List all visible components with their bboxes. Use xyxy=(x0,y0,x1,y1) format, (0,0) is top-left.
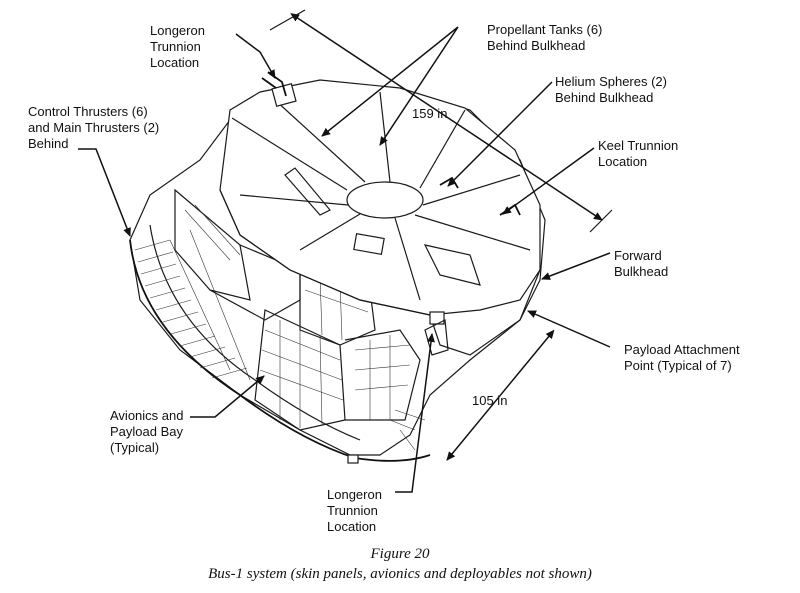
dimension-height: 105 in xyxy=(472,393,508,408)
bus-body xyxy=(129,81,546,464)
label-helium-spheres: Helium Spheres (2) Behind Bulkhead xyxy=(555,74,667,105)
leader-lines xyxy=(78,26,611,493)
figure-caption: Bus-1 system (skin panels, avionics and … xyxy=(208,566,592,582)
forward-bulkhead xyxy=(219,71,541,356)
label-control-thrusters: Control Thrusters (6) and Main Thrusters… xyxy=(28,104,160,151)
label-keel-trunnion: Keel Trunnion Location xyxy=(598,138,679,169)
label-propellant-tanks: Propellant Tanks (6) Behind Bulkhead xyxy=(487,22,603,53)
dimension-lines xyxy=(269,9,613,461)
label-longeron-trunnion-bottom: Longeron Trunnion Location xyxy=(327,487,382,534)
label-forward-bulkhead: Forward Bulkhead xyxy=(614,248,669,279)
label-longeron-trunnion-top: Longeron Trunnion Location xyxy=(150,23,205,70)
label-payload-attachment: Payload Attachment Point (Typical of 7) xyxy=(624,342,740,373)
avionics-bays xyxy=(174,188,426,464)
label-avionics-bay: Avionics and Payload Bay (Typical) xyxy=(110,408,184,455)
figure-number: Figure 20 xyxy=(370,546,430,562)
dimension-diameter: 159 in xyxy=(412,106,448,121)
